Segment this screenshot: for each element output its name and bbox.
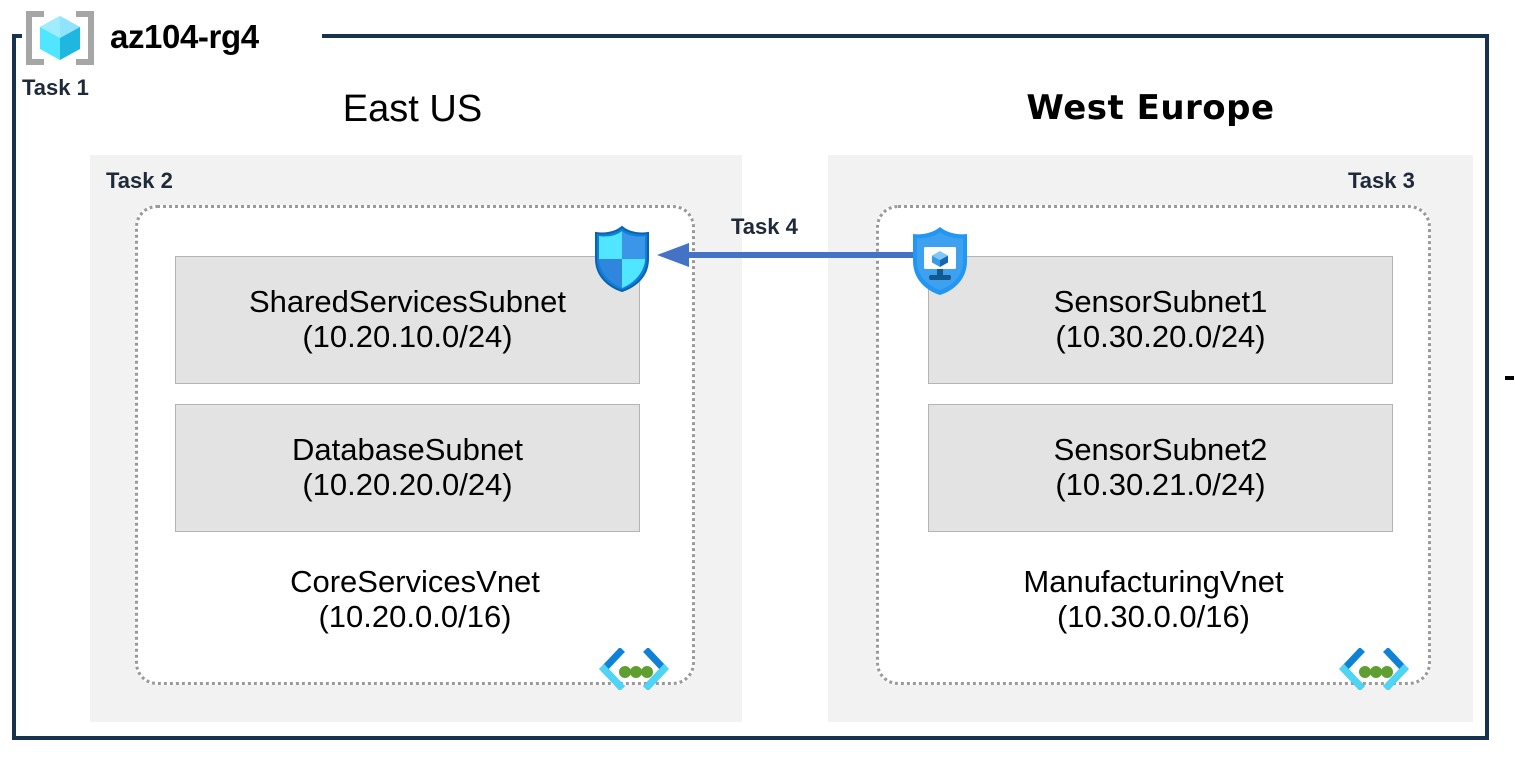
task-2-label: Task 2 (106, 168, 173, 193)
task-1-label: Task 1 (22, 75, 89, 100)
region-title-east-us: East US (342, 88, 483, 130)
vnet-name: CoreServicesVnet (290, 564, 540, 599)
subnet-name: DatabaseSubnet (292, 432, 523, 468)
virtual-network-icon (598, 647, 670, 691)
vnet-cidr: (10.30.0.0/16) (1056, 598, 1251, 634)
vnet-cidr: (10.20.0.0/16) (318, 598, 512, 634)
subnet-sensorsubnet2: SensorSubnet2 (10.30.21.0/24) (928, 404, 1393, 532)
vnet-caption-manufacturingvnet: ManufacturingVnet (10.30.0.0/16) (876, 564, 1431, 634)
security-shield-monitor-icon (908, 225, 972, 297)
network-security-group-shield-icon (592, 225, 652, 293)
subnet-name: SensorSubnet1 (1053, 284, 1268, 320)
subnet-name: SensorSubnet2 (1053, 432, 1268, 468)
vnet-peering-arrow (655, 240, 917, 270)
subnet-name: SharedServicesSubnet (248, 284, 567, 320)
subnet-cidr: (10.30.21.0/24) (1055, 467, 1266, 502)
resource-group-cube-icon (24, 10, 96, 66)
subnet-sensorsubnet1: SensorSubnet1 (10.30.20.0/24) (928, 256, 1393, 384)
task-3-label: Task 3 (1348, 168, 1415, 193)
subnet-cidr: (10.20.10.0/24) (302, 319, 513, 354)
subnet-cidr: (10.20.20.0/24) (302, 467, 513, 502)
task-4-label: Task 4 (731, 214, 798, 239)
vnet-name: ManufacturingVnet (1023, 564, 1284, 599)
subnet-sharedservicessubnet: SharedServicesSubnet (10.20.10.0/24) (175, 256, 640, 384)
subnet-cidr: (10.30.20.0/24) (1055, 319, 1266, 354)
vnet-caption-coreservicesvnet: CoreServicesVnet (10.20.0.0/16) (135, 564, 695, 634)
virtual-network-icon (1338, 647, 1410, 691)
region-title-west-europe: West Europe (1026, 88, 1275, 128)
subnet-databasesubnet: DatabaseSubnet (10.20.20.0/24) (175, 404, 640, 532)
resource-group-name: az104-rg4 (110, 18, 259, 55)
edge-tick-mark (1505, 376, 1514, 380)
